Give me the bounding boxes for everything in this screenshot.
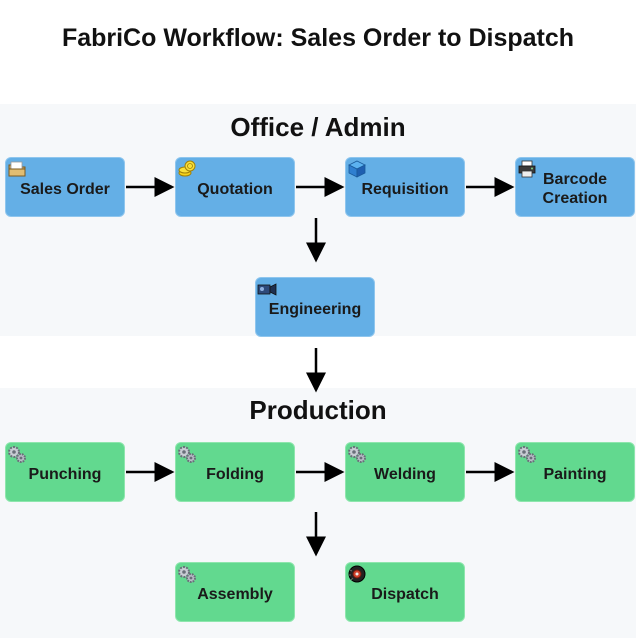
gears-icon — [518, 446, 536, 463]
printer-icon — [518, 160, 536, 178]
production-panel — [0, 388, 636, 638]
node-sales-order[interactable]: Sales Order — [5, 157, 125, 217]
gears-icon — [178, 446, 196, 463]
node-label: Barcode Creation — [542, 171, 608, 207]
coins-icon — [178, 160, 196, 177]
node-label: Assembly — [197, 585, 273, 603]
node-folding[interactable]: Folding — [175, 442, 295, 502]
page-title: FabriCo Workflow: Sales Order to Dispatc… — [61, 24, 575, 52]
node-label: Sales Order — [20, 180, 110, 198]
section-title-production: Production — [249, 395, 387, 425]
gears-icon — [348, 446, 366, 463]
node-label: Folding — [206, 465, 264, 483]
node-label: Welding — [374, 465, 436, 483]
node-punching[interactable]: Punching — [5, 442, 125, 502]
gears-icon — [8, 446, 26, 463]
node-welding[interactable]: Welding — [345, 442, 465, 502]
node-label: Painting — [543, 465, 607, 483]
node-dispatch[interactable]: Dispatch — [345, 562, 465, 622]
node-label: Punching — [28, 465, 102, 483]
gears-icon — [178, 566, 196, 583]
node-label: Dispatch — [371, 585, 439, 603]
tire-icon — [348, 565, 366, 583]
node-assembly[interactable]: Assembly — [175, 562, 295, 622]
node-requisition[interactable]: Requisition — [345, 157, 465, 217]
package-icon — [348, 160, 366, 178]
folder-icon — [8, 161, 26, 177]
node-painting[interactable]: Painting — [515, 442, 635, 502]
section-title-office: Office / Admin — [230, 112, 406, 142]
node-engineering[interactable]: Engineering — [255, 277, 375, 337]
node-label: Quotation — [197, 180, 273, 198]
node-label: Engineering — [268, 300, 362, 318]
node-label: Requisition — [361, 180, 449, 198]
camera-icon — [257, 283, 277, 296]
node-quotation[interactable]: Quotation — [175, 157, 295, 217]
node-barcode-creation[interactable]: Barcode Creation — [515, 157, 635, 217]
